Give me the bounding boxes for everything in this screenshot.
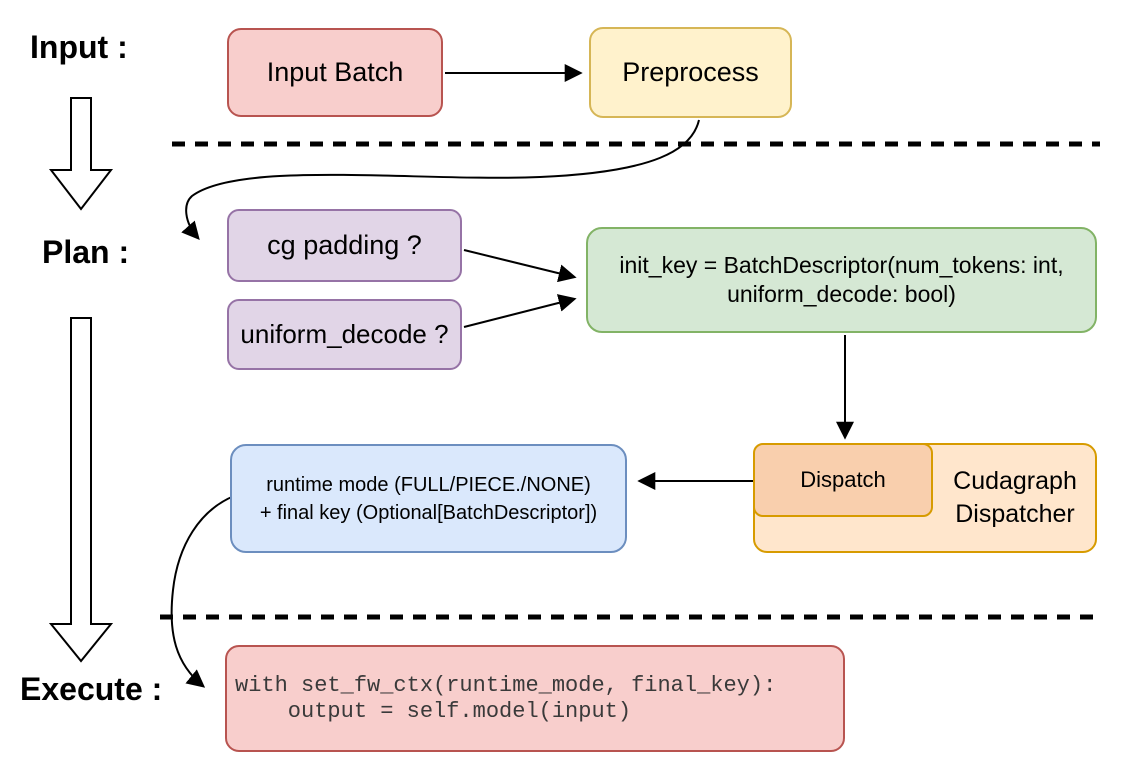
preprocess-label: Preprocess (622, 57, 759, 87)
connector-uniform-decode-to-init-key (463, 294, 577, 328)
hollow-arrow-input-to-plan-icon (48, 97, 114, 211)
node-execute-code: with set_fw_ctx(runtime_mode, final_key)… (225, 645, 845, 752)
stage-label-execute: Execute : (20, 671, 163, 707)
node-dispatch: Dispatch (753, 443, 933, 517)
cudagraph-dispatcher-label: Cudagraph Dispatcher (953, 467, 1077, 528)
node-input-batch: Input Batch (227, 28, 443, 117)
execute-code-line1: with set_fw_ctx(runtime_mode, final_key)… (235, 672, 777, 698)
cg-padding-label: cg padding ? (267, 230, 422, 260)
node-runtime-result: runtime mode (FULL/PIECE./NONE) + final … (230, 444, 627, 553)
node-uniform-decode: uniform_decode ? (227, 299, 462, 370)
input-batch-label: Input Batch (266, 57, 404, 87)
connector-cg-padding-to-init-key (463, 249, 577, 283)
node-preprocess: Preprocess (589, 27, 792, 118)
runtime-result-line2: + final key (Optional[BatchDescriptor]) (259, 501, 598, 524)
node-init-key: init_key = BatchDescriptor(num_tokens: i… (586, 227, 1097, 333)
stage-label-plan: Plan : (42, 234, 130, 270)
stage-label-input: Input : (30, 29, 128, 65)
uniform-decode-label: uniform_decode ? (240, 319, 449, 349)
execute-code-line2: output = self.model(input) (235, 698, 632, 724)
init-key-line1: init_key = BatchDescriptor(num_tokens: i… (619, 252, 1064, 278)
dispatch-label: Dispatch (800, 467, 886, 492)
runtime-result-line1: runtime mode (FULL/PIECE./NONE) (266, 473, 591, 496)
node-cg-padding: cg padding ? (227, 209, 462, 282)
hollow-arrow-plan-to-execute-icon (48, 317, 114, 663)
init-key-line2: uniform_decode: bool) (727, 281, 956, 307)
